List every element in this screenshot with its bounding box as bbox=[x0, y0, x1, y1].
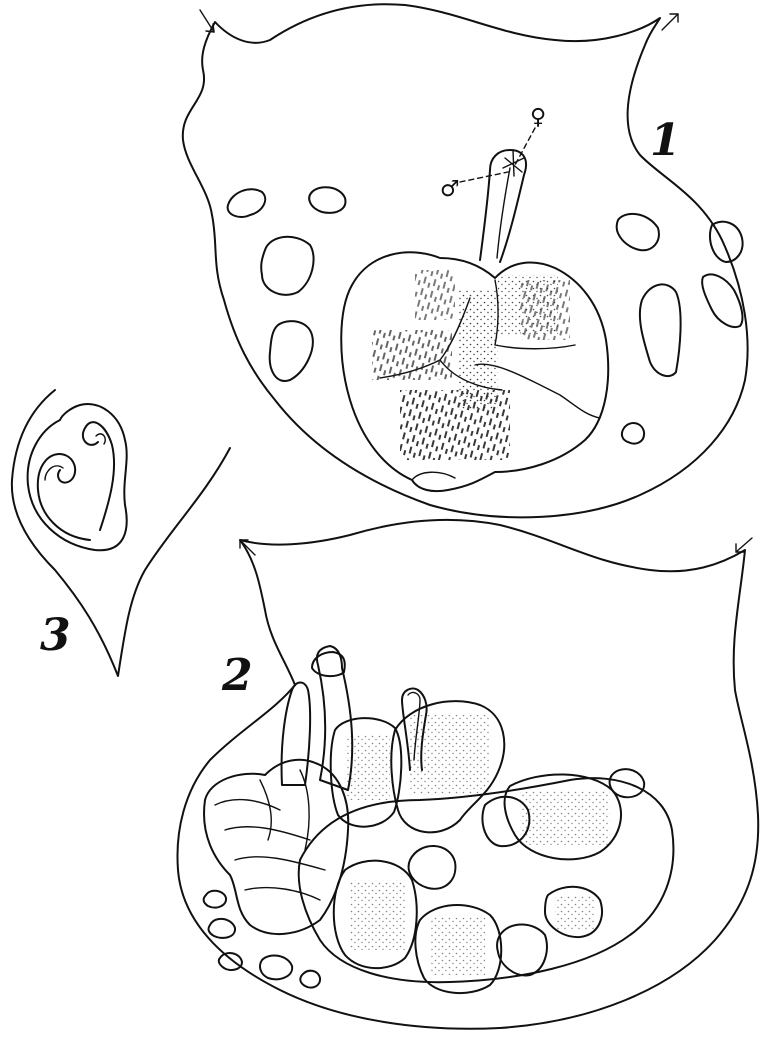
figure-1: ♀ ♂ 1 bbox=[183, 4, 748, 517]
figure-2: 2 bbox=[177, 520, 758, 1029]
male-symbol-icon: ♂ bbox=[440, 177, 460, 202]
figure-3-coil-tube bbox=[38, 454, 90, 540]
figure-2-label: 2 bbox=[221, 650, 253, 701]
figure-1-genital-duct bbox=[480, 150, 526, 262]
female-pointer: ♀ bbox=[515, 105, 546, 165]
figure-3-label: 3 bbox=[40, 610, 71, 661]
outflow-arrow-icon bbox=[662, 14, 678, 30]
figure-2-tubule-cluster bbox=[204, 760, 348, 934]
figure-1-gonad bbox=[341, 252, 608, 491]
figure-3: 3 bbox=[12, 390, 230, 676]
figure-3-coil-tube-inner bbox=[83, 422, 114, 530]
figure-2-lobes bbox=[331, 701, 621, 993]
figure-2-siphon-tube bbox=[282, 646, 353, 790]
inflow-arrow-icon bbox=[200, 10, 214, 32]
female-symbol-icon: ♀ bbox=[530, 105, 546, 130]
figure-1-label: 1 bbox=[650, 115, 681, 166]
figure-3-coil-outer bbox=[28, 404, 127, 550]
male-pointer: ♂ bbox=[440, 172, 508, 202]
